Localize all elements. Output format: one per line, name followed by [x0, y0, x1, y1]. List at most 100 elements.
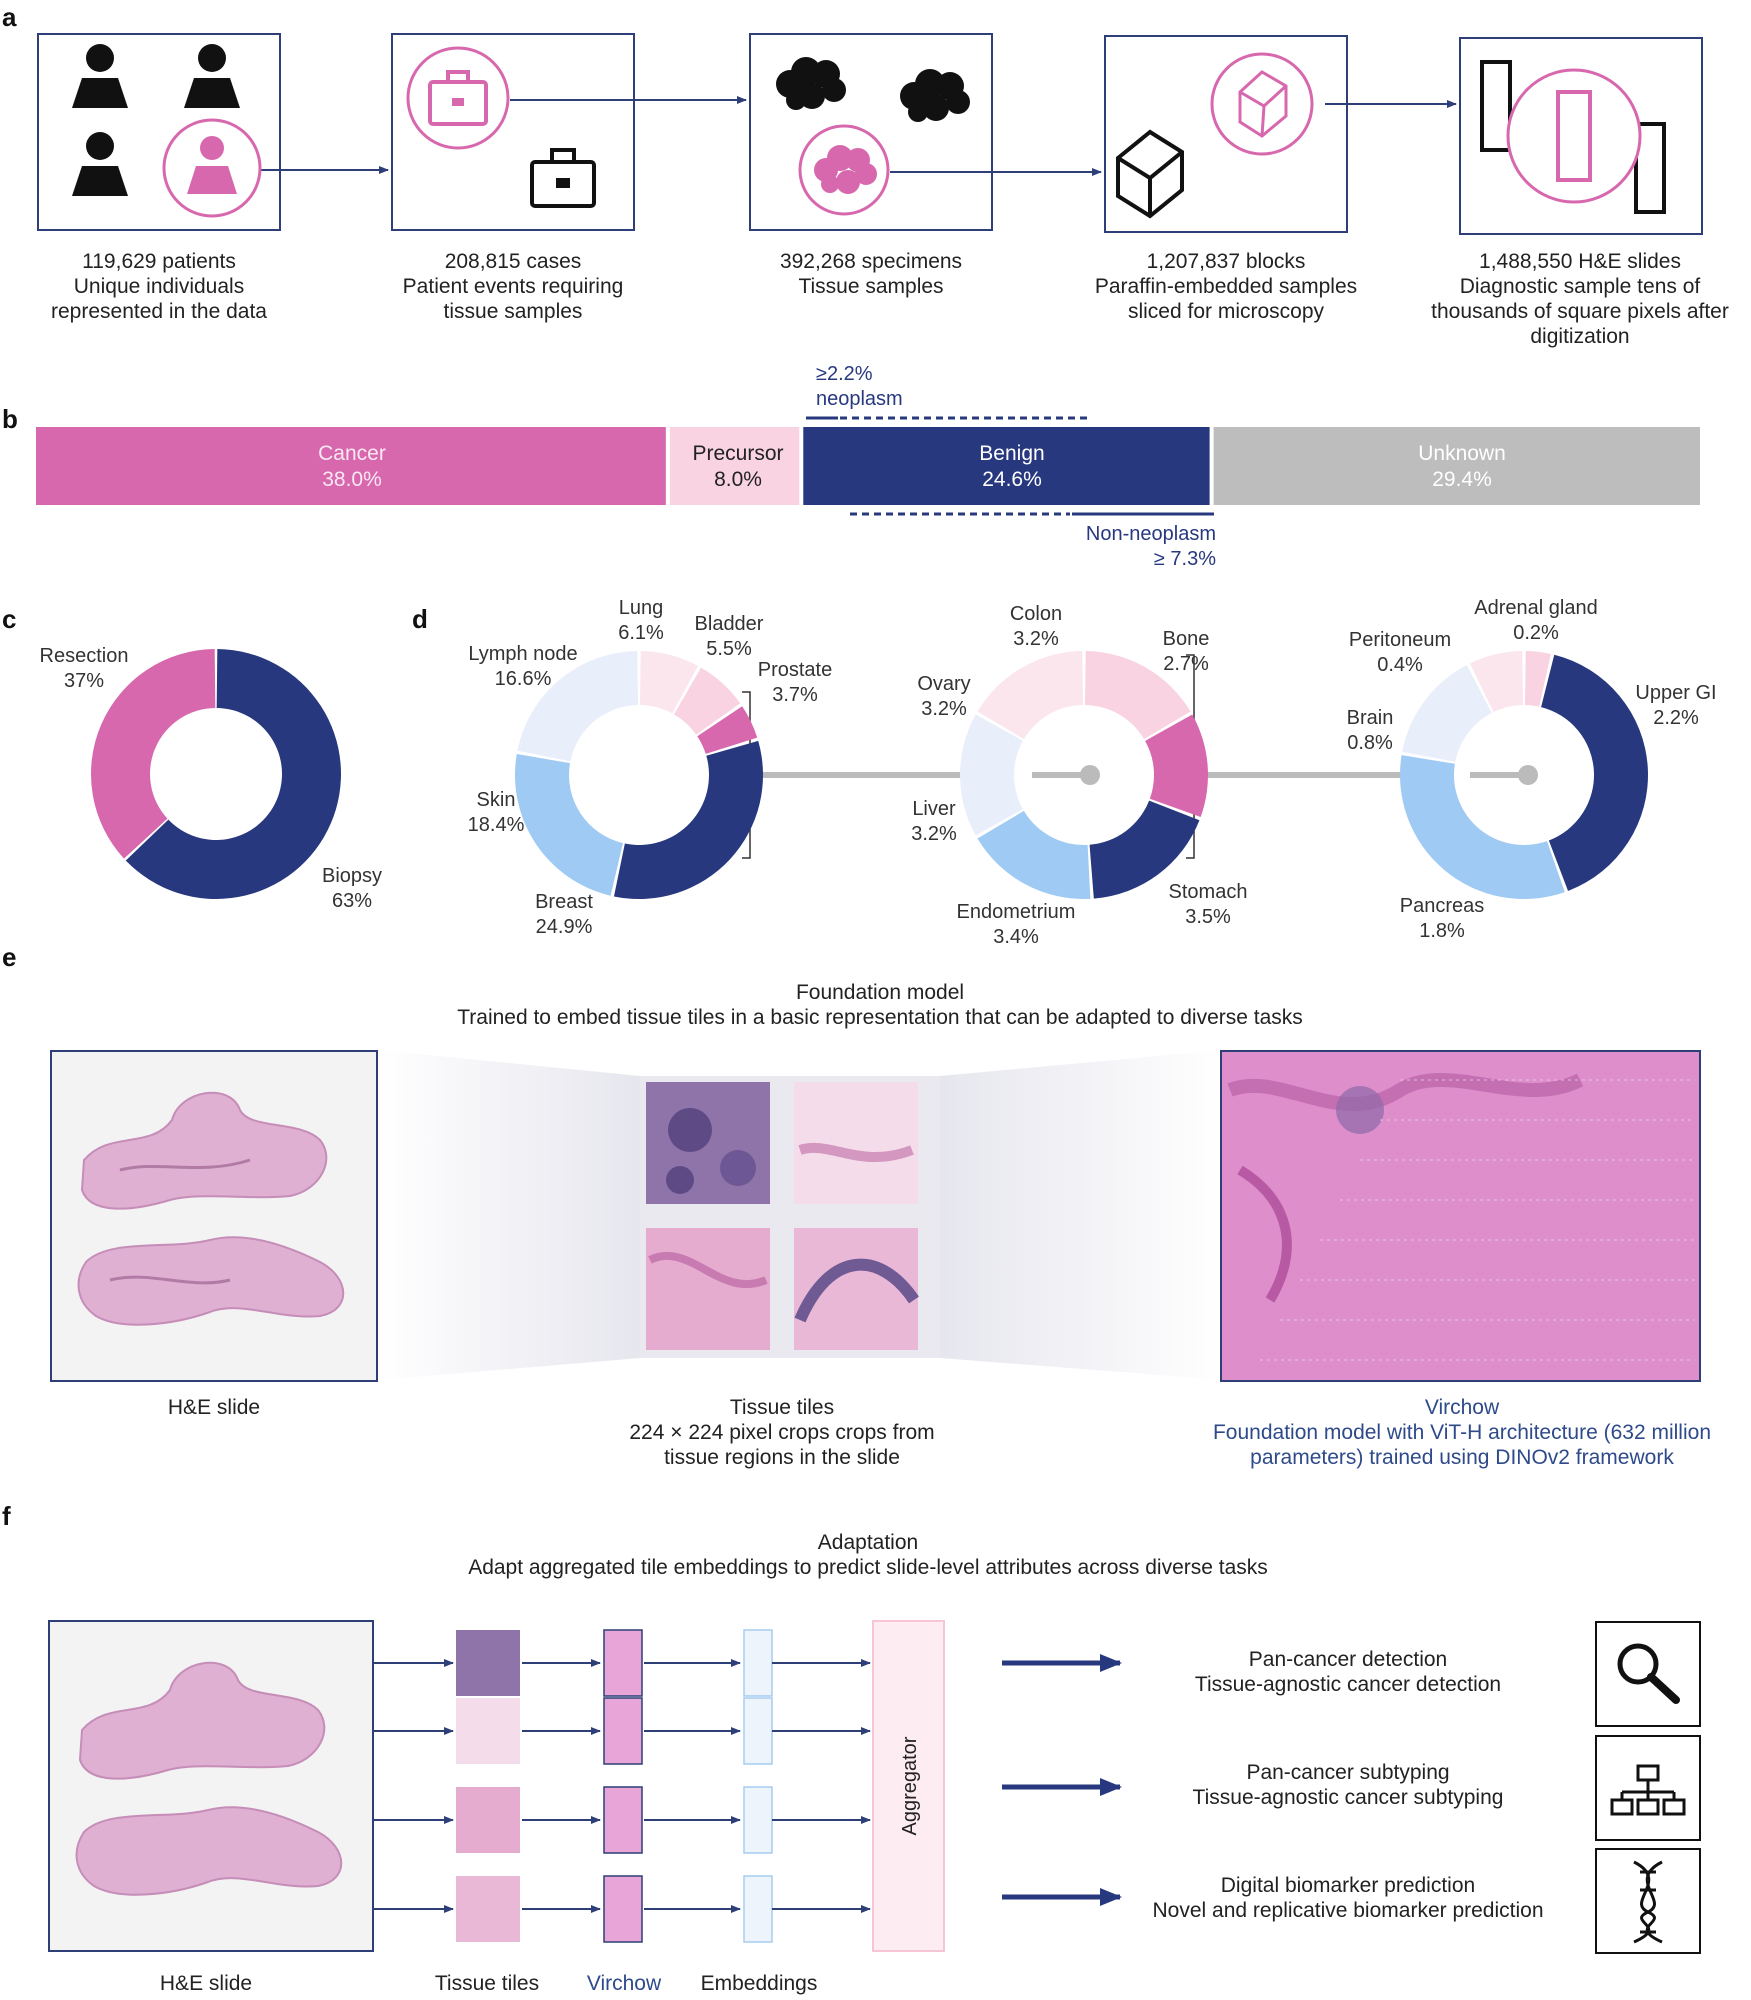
case-icon: [406, 46, 596, 208]
peritoneum-value: 0.4%: [1377, 654, 1423, 676]
panel-letter-b: b: [2, 404, 18, 434]
he-slide-caption-f: H&E slide: [160, 1972, 252, 1995]
lung-label: Lung: [619, 597, 664, 619]
bone-label: Bone: [1163, 628, 1210, 650]
slice-endometrium: [977, 810, 1091, 899]
task-3-icon-box: [1595, 1848, 1701, 1954]
stomach-value: 3.5%: [1185, 906, 1231, 928]
flow-embedding: [743, 1629, 773, 1697]
specimens-caption-2: Tissue samples: [798, 275, 943, 298]
block-icon: [1116, 52, 1314, 219]
foundation-title: Foundation model: [796, 981, 964, 1004]
virchow-caption-2: Foundation model with ViT-H architecture…: [1213, 1421, 1711, 1444]
lymph-node-label: Lymph node: [468, 643, 577, 665]
bar-segment-unknown: [1213, 427, 1700, 505]
slides-caption-4: digitization: [1530, 325, 1629, 348]
non-neoplasm-percent: ≥ 7.3%: [1154, 548, 1216, 570]
tissue-tiles-caption-1: Tissue tiles: [730, 1396, 834, 1419]
patients-caption-3: represented in the data: [51, 300, 267, 323]
bar-value-cancer: 38.0%: [322, 468, 382, 491]
panel-letter-c: c: [2, 604, 16, 634]
task-2-desc: Tissue-agnostic cancer subtyping: [1193, 1786, 1504, 1809]
flow-tile: [456, 1876, 520, 1942]
tissue-donut-1: [515, 651, 764, 899]
panel-letter-a: a: [2, 2, 17, 32]
patients-icon: [72, 44, 262, 218]
panel-c: Resection 37% Biopsy 63%: [40, 645, 382, 912]
slice-biopsy: [125, 649, 341, 899]
biopsy-resection-donut: [90, 649, 341, 899]
tissue-donut-2: [960, 651, 1208, 899]
panel-b: Cancer 38.0% Precursor 8.0% Benign 24.6%…: [36, 363, 1700, 570]
bladder-value: 5.5%: [706, 638, 752, 660]
virchow-caption-1: Virchow: [1425, 1396, 1500, 1419]
slice-bone: [1145, 714, 1208, 818]
slice-peritoneum: [1469, 651, 1524, 713]
slice-stomach: [1089, 800, 1200, 899]
flow-tile: [456, 1630, 520, 1696]
panel-letter-e: e: [2, 942, 16, 972]
blocks-caption-3: sliced for microscopy: [1128, 300, 1325, 323]
upper-gi-label: Upper GI: [1635, 682, 1716, 704]
bar-label-cancer: Cancer: [318, 442, 386, 465]
adrenal-gland-value: 0.2%: [1513, 622, 1559, 644]
embeddings-caption-f: Embeddings: [701, 1972, 818, 1995]
pancreas-value: 1.8%: [1419, 920, 1465, 942]
flow-virchow-block: [603, 1875, 643, 1943]
specimen-icon: [776, 57, 970, 216]
tile-1: [646, 1082, 770, 1204]
liver-label: Liver: [912, 798, 956, 820]
virchow-texture: [1227, 1073, 1695, 1361]
upper-gi-value: 2.2%: [1653, 707, 1699, 729]
cases-caption-3: tissue samples: [444, 300, 583, 323]
bar-value-benign: 24.6%: [982, 468, 1042, 491]
resection-value: 37%: [64, 670, 104, 692]
brain-value: 0.8%: [1347, 732, 1393, 754]
adaptation-flow: [373, 1629, 871, 1943]
specimens-box: [749, 33, 993, 231]
flow-embedding: [743, 1875, 773, 1943]
pancreas-label: Pancreas: [1400, 895, 1485, 917]
bar-value-unknown: 29.4%: [1432, 468, 1492, 491]
hierarchy-icon: [1610, 1764, 1686, 1816]
cases-caption-2: Patient events requiring: [403, 275, 624, 298]
slides-caption-2: Diagnostic sample tens of: [1460, 275, 1701, 298]
task-1-title: Pan-cancer detection: [1249, 1648, 1447, 1671]
slice-bladder: [674, 667, 741, 735]
bar-segment-cancer: [36, 427, 666, 505]
stomach-label: Stomach: [1169, 881, 1248, 903]
neoplasm-label: neoplasm: [816, 388, 903, 410]
endometrium-label: Endometrium: [957, 901, 1076, 923]
flow-tile: [456, 1787, 520, 1853]
panel-f: Adaptation Adapt aggregated tile embeddi…: [48, 1531, 1701, 1995]
bar-segment-precursor: [669, 427, 800, 505]
patients-caption-2: Unique individuals: [74, 275, 244, 298]
connector-dot-2: [1080, 765, 1100, 785]
slides-caption-1: 1,488,550 H&E slides: [1479, 250, 1681, 273]
brain-label: Brain: [1347, 707, 1394, 729]
he-slide-caption-e: H&E slide: [168, 1396, 260, 1419]
liver-value: 3.2%: [911, 823, 957, 845]
slice-upper-gi: [1541, 654, 1648, 891]
blocks-caption-1: 1,207,837 blocks: [1147, 250, 1306, 273]
task-1-icon-box: [1595, 1621, 1701, 1727]
flow-virchow-block: [603, 1629, 643, 1697]
non-neoplasm-label: Non-neoplasm: [1086, 523, 1216, 545]
ovary-label: Ovary: [917, 673, 970, 695]
specimens-caption-1: 392,268 specimens: [780, 250, 962, 273]
connector-dot-3: [1518, 765, 1538, 785]
foundation-subtitle: Trained to embed tissue tiles in a basic…: [457, 1006, 1303, 1029]
flow-virchow-block: [603, 1697, 643, 1765]
panel-letter-f: f: [2, 1501, 11, 1531]
tissue-tiles-caption-f: Tissue tiles: [435, 1972, 539, 1995]
bladder-label: Bladder: [695, 613, 764, 635]
bar-label-benign: Benign: [979, 442, 1044, 465]
slice-prostate: [697, 706, 758, 754]
adaptation-subtitle: Adapt aggregated tile embeddings to pred…: [468, 1556, 1268, 1579]
panel-letter-d: d: [412, 604, 428, 634]
patients-caption-1: 119,629 patients: [82, 250, 236, 273]
panel-d: Lung 6.1% Bladder 5.5% Prostate 3.7% Lym…: [468, 597, 1717, 948]
dna-icon: [1633, 1860, 1663, 1944]
slice-pancreas: [1400, 755, 1565, 899]
slides-box: [1459, 37, 1703, 235]
